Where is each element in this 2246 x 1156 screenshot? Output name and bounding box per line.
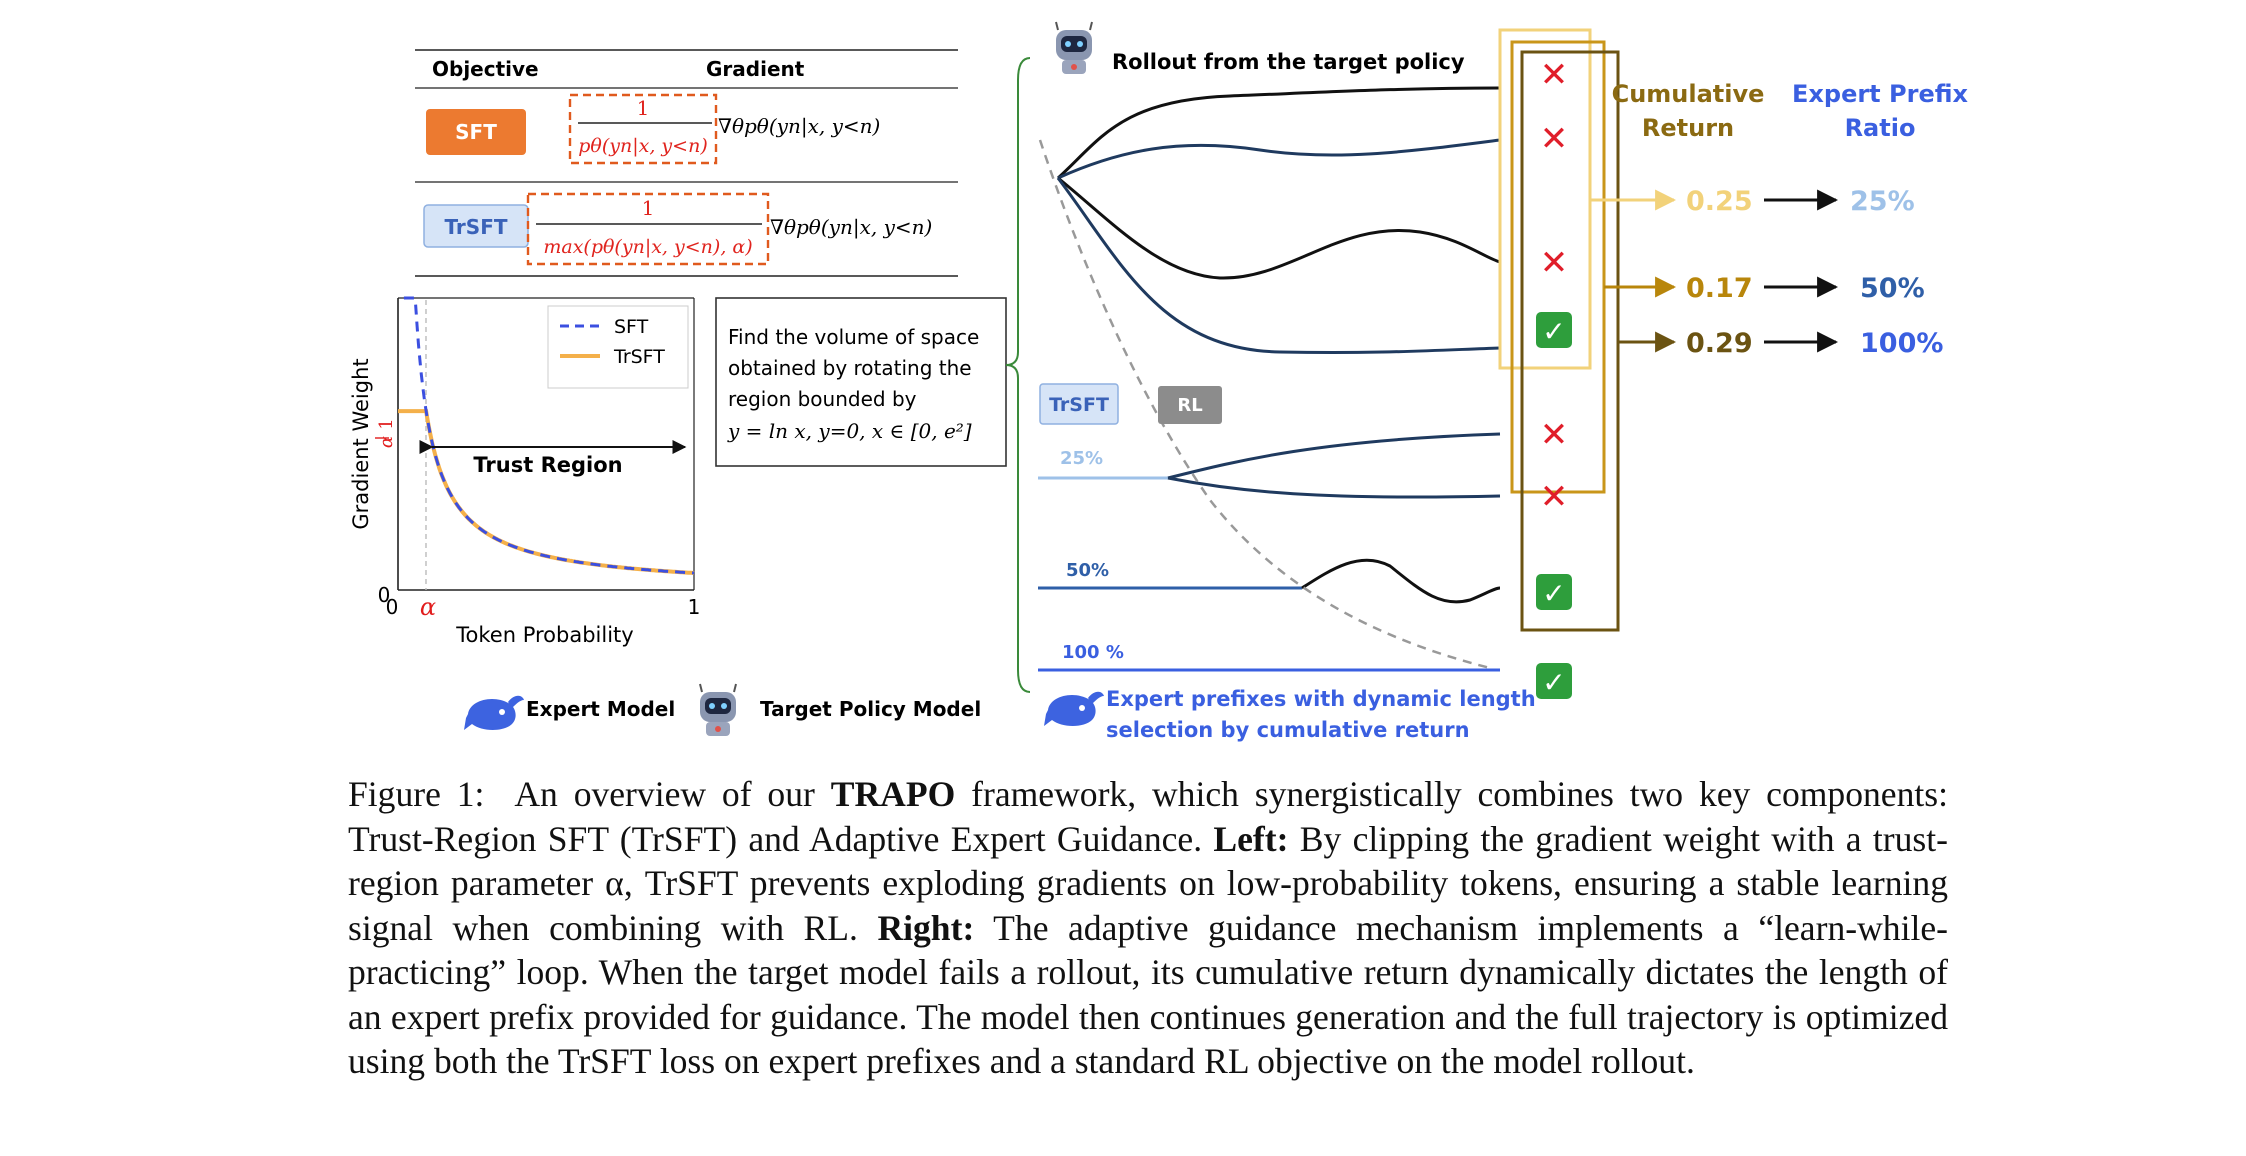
rollout-trajectory	[1057, 138, 1501, 180]
rollout-trajectory	[1056, 86, 1501, 180]
caption-bold-trapo: TRAPO	[830, 774, 956, 814]
rollout-label: Rollout from the target policy	[1112, 50, 1465, 74]
prefix-25-label: 25%	[1060, 448, 1103, 469]
trsft-numerator: 1	[642, 196, 655, 220]
caption-label: Figure 1:	[348, 774, 485, 814]
ratio-value: 50%	[1860, 273, 1925, 304]
trsft-curve	[398, 409, 695, 575]
caption-text: The adaptive guidance mechanism implemen…	[348, 907, 1948, 1082]
header-ratio-line-1: Expert Prefix	[1792, 80, 1968, 108]
y-tick-one: 1	[376, 418, 397, 429]
x-tick-1: 1	[688, 595, 701, 619]
header-return-line-2: Return	[1642, 114, 1734, 142]
fail-mark: ✕	[1540, 477, 1569, 517]
legend-expert-model: Expert Model	[526, 697, 675, 721]
table-header-objective: Objective	[432, 57, 539, 81]
caption-bold-right: Right:	[877, 907, 975, 948]
figure-caption: Figure 1: An overview of our TRAPO frame…	[348, 772, 1948, 1084]
expert-caption-line-2: selection by cumulative return	[1106, 718, 1470, 742]
question-line-3: region bounded by	[728, 387, 917, 411]
return-value: 0.29	[1686, 328, 1753, 359]
rollout-trajectory	[1167, 476, 1501, 499]
model-legend: Expert Model Target Policy Model	[464, 683, 981, 736]
pass-mark: ✓	[1542, 666, 1565, 699]
trsft-gradient-tail: ∇θpθ(yn|x, y<n)	[770, 215, 932, 240]
robot-icon	[699, 683, 737, 736]
ratio-value: 100%	[1860, 328, 1943, 359]
whale-icon	[1044, 691, 1104, 726]
objective-gradient-table: Objective Gradient SFT 1 pθ(yn|x, y<n) ∇…	[415, 49, 958, 277]
result-column: ✕ ✕ ✕ ✓ ✕ ✕ ✓ ✓ Cumulative Return Expert…	[1498, 28, 1969, 699]
plot-xlabel: Token Probability	[455, 623, 633, 647]
legend-sft: SFT	[614, 316, 649, 338]
rl-badge	[1158, 386, 1222, 424]
fail-mark: ✕	[1540, 55, 1569, 95]
header-ratio-line-2: Ratio	[1845, 114, 1916, 142]
trust-region-label: Trust Region	[473, 453, 622, 477]
trsft-badge	[1039, 383, 1119, 425]
rollout-trajectory	[1167, 432, 1501, 480]
legend-target-policy-model: Target Policy Model	[760, 697, 981, 721]
prefix-100-label: 100 %	[1062, 642, 1124, 663]
question-bracket	[1005, 57, 1031, 693]
trsft-weight-box	[526, 192, 770, 266]
sft-curve	[403, 296, 695, 575]
caption-bold-left: Left:	[1213, 818, 1289, 859]
robot-icon	[1055, 21, 1093, 74]
ratio-value: 25%	[1850, 186, 1915, 217]
rollout-trajectory	[1057, 176, 1501, 280]
rollout-trajectory	[1056, 177, 1501, 355]
pass-mark: ✓	[1542, 315, 1565, 348]
question-box: Find the volume of space obtained by rot…	[715, 297, 1007, 467]
x-tick-alpha: α	[420, 593, 436, 621]
question-line-1: Find the volume of space	[728, 325, 979, 349]
fail-mark: ✕	[1540, 415, 1569, 455]
rl-badge-label: RL	[1177, 395, 1202, 416]
legend-trsft: TrSFT	[613, 346, 665, 368]
y-tick-alpha: α	[376, 436, 397, 448]
overview-figure: Objective Gradient SFT 1 pθ(yn|x, y<n) ∇…	[349, 21, 1969, 742]
sft-gradient-tail: ∇θpθ(yn|x, y<n)	[718, 114, 880, 139]
caption-text: An overview of our	[514, 774, 815, 814]
return-box-017	[1510, 40, 1606, 494]
prefix-50-label: 50%	[1066, 560, 1109, 581]
x-tick-0: 0	[386, 595, 399, 619]
table-header-gradient: Gradient	[706, 57, 805, 81]
sft-denominator: pθ(yn|x, y<n)	[578, 135, 707, 157]
header-return-line-1: Cumulative	[1612, 80, 1765, 108]
sft-weight-box	[568, 93, 718, 165]
sft-badge	[426, 109, 526, 155]
gradient-weight-plot: Trust Region Gradient Weight Token Proba…	[349, 296, 701, 647]
return-value: 0.17	[1686, 273, 1753, 304]
pass-mark: ✓	[1542, 577, 1565, 610]
fail-mark: ✕	[1540, 243, 1569, 283]
trsft-badge-label: TrSFT	[444, 215, 507, 239]
sft-badge-label: SFT	[455, 120, 497, 144]
question-line-4: y = ln x, y=0, x ∈ [0, e²]	[727, 419, 972, 443]
caption-text: framework, which synergistically combine…	[348, 774, 1948, 859]
whale-icon	[464, 695, 524, 730]
plot-ylabel: Gradient Weight	[349, 358, 373, 529]
y-tick-0: 0	[378, 583, 391, 607]
question-line-2: obtained by rotating the	[728, 356, 972, 380]
rollout-trajectory	[1301, 558, 1501, 604]
sft-numerator: 1	[637, 96, 650, 120]
fail-mark: ✕	[1540, 119, 1569, 159]
prefix-decay-curve	[1038, 139, 1491, 670]
return-value: 0.25	[1686, 186, 1753, 217]
trsft-badge-label: TrSFT	[1049, 394, 1109, 416]
rollout-panel: Rollout from the target policy 25% 50% 1…	[1038, 21, 1536, 742]
expert-caption-line-1: Expert prefixes with dynamic length	[1106, 687, 1536, 711]
caption-text: By clipping the gradient weight with a t…	[348, 818, 1948, 948]
trsft-denominator: max(pθ(yn|x, y<n), α)	[543, 236, 752, 258]
